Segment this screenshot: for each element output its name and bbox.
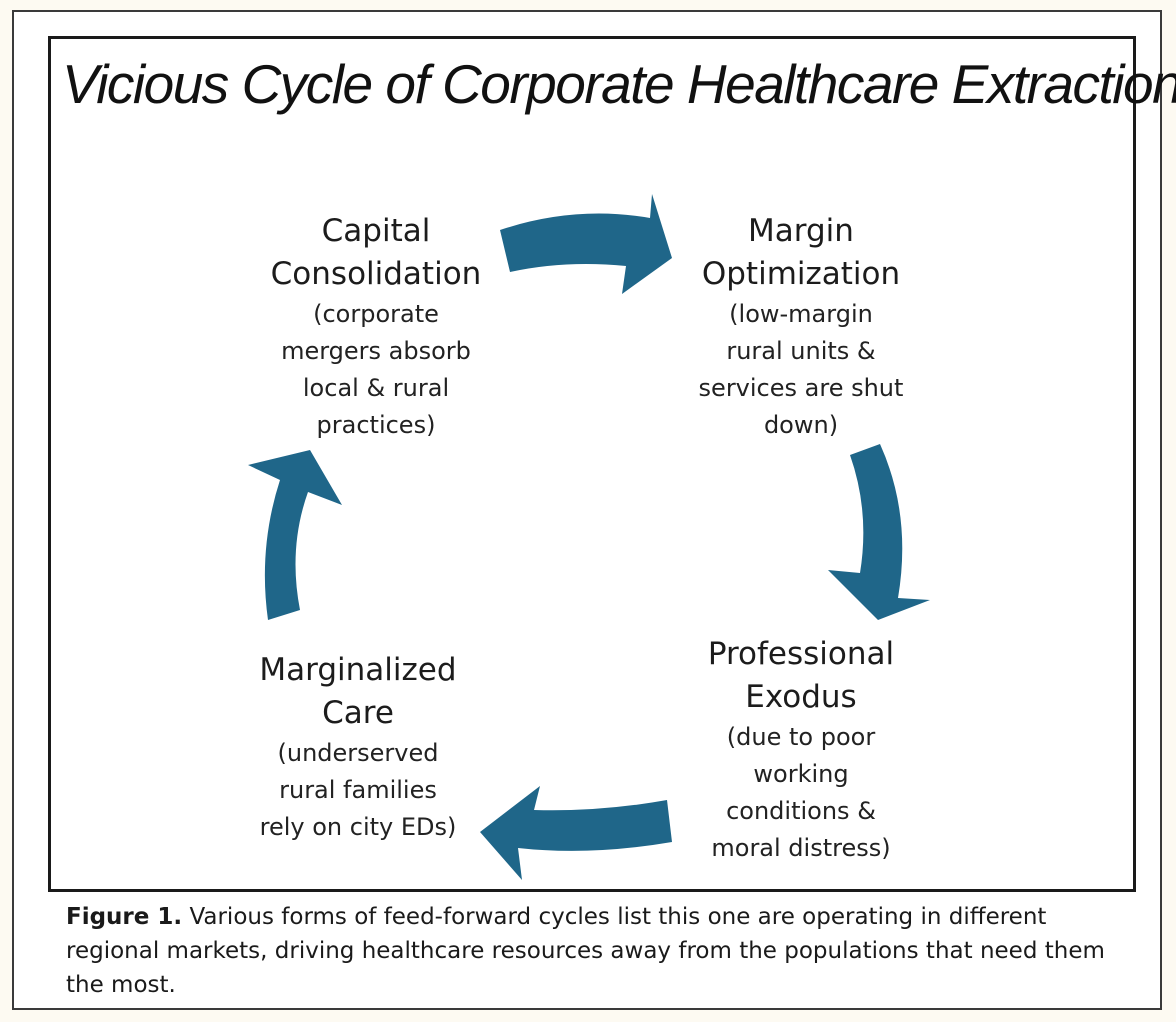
node-description: down) xyxy=(763,411,839,439)
node-description: rely on city EDs) xyxy=(259,813,457,841)
node-heading: Exodus xyxy=(745,679,857,715)
node-description: services are shut xyxy=(698,374,904,402)
node-description: (due to poor xyxy=(726,723,876,751)
node-heading: Optimization xyxy=(701,256,901,292)
node-professional-exodus: Professional Exodus (due to poor working… xyxy=(676,633,926,867)
node-margin-optimization: Margin Optimization (low-margin rural un… xyxy=(666,210,936,444)
figure-box xyxy=(48,36,1136,892)
node-description: practices) xyxy=(316,411,436,439)
node-heading: Consolidation xyxy=(270,256,482,292)
figure-title: Vicious Cycle of Corporate Healthcare Ex… xyxy=(62,53,1176,115)
node-heading: Marginalized xyxy=(259,652,457,688)
node-marginalized-care: Marginalized Care (underserved rural fam… xyxy=(230,649,486,846)
caption-text: Various forms of feed-forward cycles lis… xyxy=(66,904,1105,998)
node-heading: Care xyxy=(322,695,394,731)
node-description: mergers absorb xyxy=(281,337,471,365)
node-description: rural families xyxy=(279,776,437,804)
node-heading: Professional xyxy=(707,636,895,672)
node-description: local & rural xyxy=(302,374,450,402)
arrow-exodus-to-care xyxy=(480,786,672,880)
arrow-capital-to-margin xyxy=(500,194,672,294)
node-heading: Margin xyxy=(748,213,854,249)
node-description: (corporate xyxy=(313,300,439,328)
node-description: working xyxy=(753,760,849,788)
node-description: rural units & xyxy=(726,337,876,365)
node-description: moral distress) xyxy=(711,834,891,862)
node-description: (underserved xyxy=(277,739,439,767)
arrow-margin-to-exodus xyxy=(828,444,930,620)
node-capital-consolidation: Capital Consolidation (corporate mergers… xyxy=(236,210,516,444)
figure-label: Figure 1. xyxy=(66,904,183,930)
figure-caption: Figure 1. Various forms of feed-forward … xyxy=(66,900,1136,1002)
node-description: (low-margin xyxy=(729,300,873,328)
arrow-care-to-capital xyxy=(248,450,342,620)
node-description: conditions & xyxy=(726,797,876,825)
node-heading: Capital xyxy=(321,213,431,249)
